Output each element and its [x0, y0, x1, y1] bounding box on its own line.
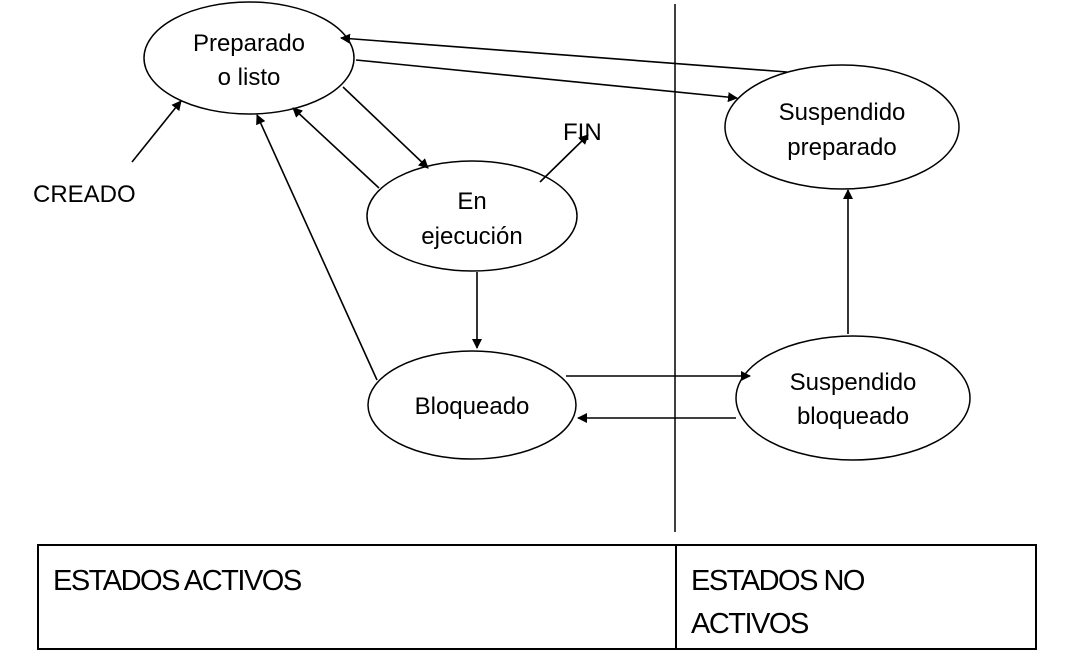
legend-inactive-states: ESTADOS NO ACTIVOS [677, 546, 1035, 648]
legend-inactive-line1: ESTADOS NO [691, 565, 866, 597]
states-legend-table: ESTADOS ACTIVOS ESTADOS NO ACTIVOS [37, 544, 1037, 650]
node-susp-bloqueado-line1: Suspendido [790, 369, 917, 396]
label-creado: CREADO [33, 181, 136, 208]
node-susp-preparado-line2: preparado [787, 134, 896, 161]
node-susp-bloqueado-line2: bloqueado [797, 403, 909, 430]
node-preparado-line1: Preparado [193, 30, 305, 57]
edge-bloqueado-to-preparado [256, 114, 378, 381]
node-preparado: Preparado o listo [143, 1, 355, 115]
edge-ejecucion-to-preparado [292, 107, 380, 189]
edge-creado-to-preparado [131, 100, 182, 163]
label-fin: FIN [563, 119, 602, 146]
edge-susp-preparado-to-preparado [340, 33, 788, 73]
node-suspendido-bloqueado: Suspendido bloqueado [735, 335, 971, 461]
legend-active-label: ESTADOS ACTIVOS [53, 565, 302, 597]
node-suspendido-preparado: Suspendido preparado [724, 64, 960, 190]
node-susp-preparado-line1: Suspendido [779, 99, 906, 126]
node-bloqueado: Bloqueado [367, 350, 577, 460]
node-ejecucion-line2: ejecución [421, 223, 522, 250]
edge-ejecucion-to-fin [539, 134, 589, 183]
node-ejecucion-line1: En [457, 188, 486, 215]
legend-inactive-line2: ACTIVOS [691, 608, 809, 640]
edge-preparado-to-susp-preparado [355, 59, 738, 103]
node-bloqueado-line1: Bloqueado [415, 393, 530, 420]
edge-preparado-to-ejecucion [342, 86, 429, 169]
node-ejecucion: En ejecución [366, 160, 578, 272]
legend-active-states: ESTADOS ACTIVOS [39, 546, 677, 648]
node-preparado-line2: o listo [218, 64, 281, 91]
